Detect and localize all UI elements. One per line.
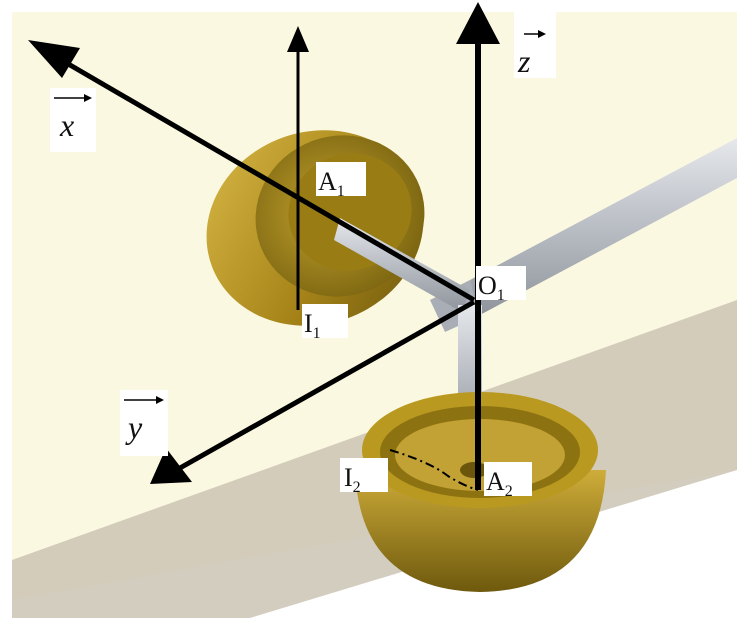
label-i2: I2 (344, 463, 361, 496)
y-axis-vector (150, 299, 476, 484)
x-axis-label: x (54, 94, 92, 143)
z-axis-vector (456, 2, 500, 300)
z-axis-letter: z (517, 43, 531, 79)
a2-label-box (484, 462, 532, 496)
label-o1: O1 (478, 271, 505, 304)
i1-label-box (302, 304, 348, 338)
z-axis-label: z (517, 30, 546, 79)
x-axis-letter: x (59, 107, 74, 143)
line-i2-a2 (389, 449, 479, 491)
label-a2: A2 (486, 467, 513, 500)
label-i1: I1 (304, 309, 321, 342)
y-axis-label: y (124, 396, 164, 445)
o1-label-box (476, 266, 526, 300)
vertical-line-a1 (287, 26, 309, 310)
y-axis-letter: y (125, 409, 143, 445)
axle-wheel-1 (334, 218, 470, 312)
label-a1: A1 (318, 167, 345, 200)
x-axis-vector (28, 40, 476, 303)
z-label-box (514, 10, 556, 78)
i2-label-box (340, 458, 388, 492)
a1-label-box (316, 162, 366, 196)
